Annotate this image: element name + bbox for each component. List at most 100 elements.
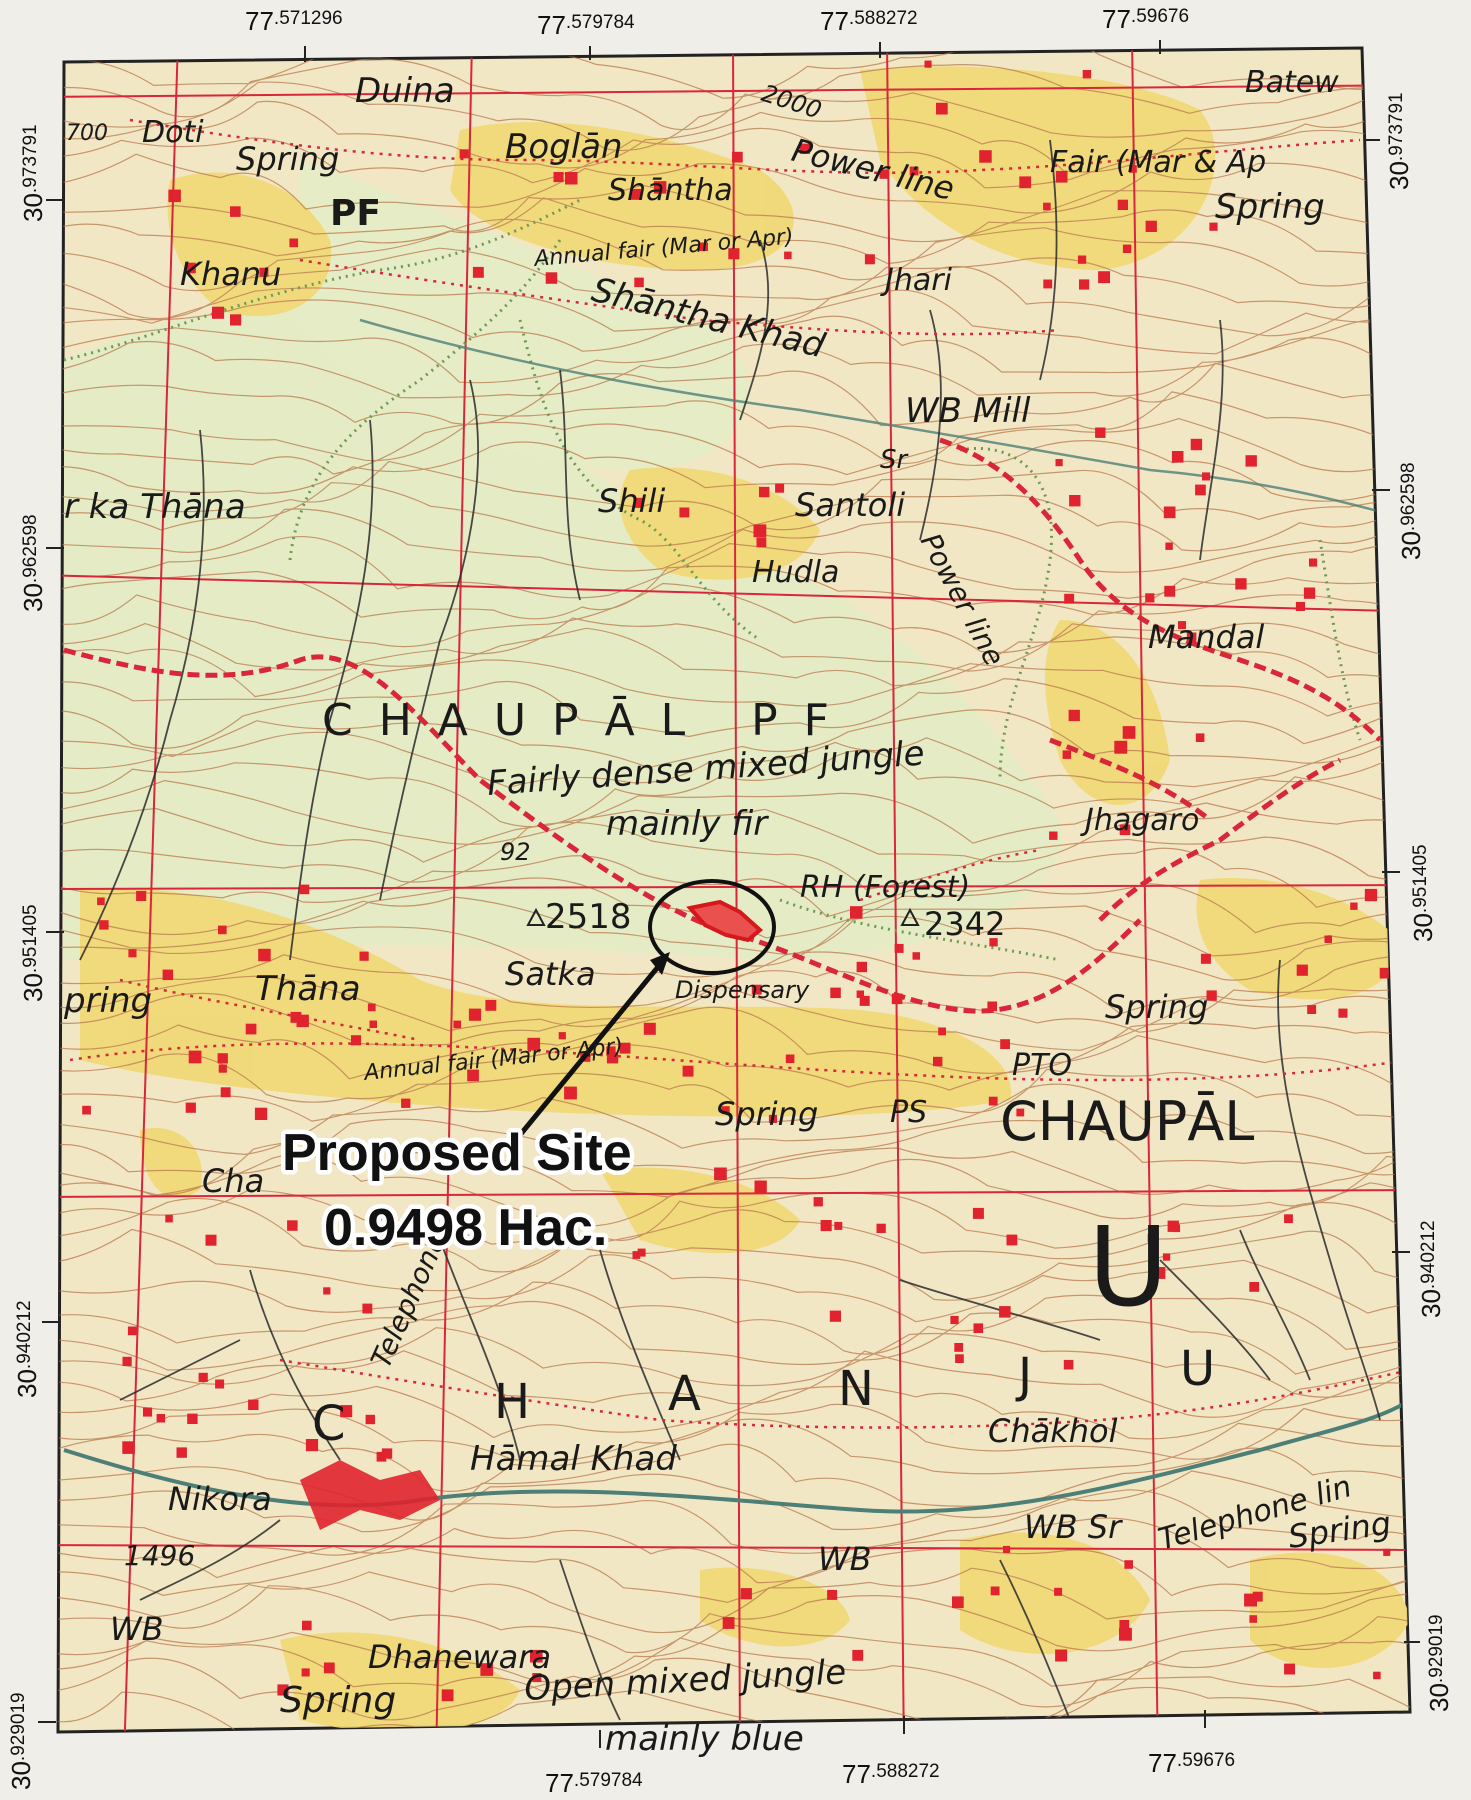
settlement-marker <box>859 995 870 1006</box>
settlement-marker <box>950 1315 959 1325</box>
contour-line <box>58 1228 1410 1301</box>
settlement-marker <box>340 1405 353 1418</box>
right-coordinate: 30.951405 <box>1408 844 1438 942</box>
label-spring: pring <box>63 981 152 1021</box>
contour-line <box>58 1567 1410 1634</box>
left-coordinate: 30.973791 <box>18 124 48 222</box>
settlement-marker <box>852 1649 864 1661</box>
contour-line <box>58 96 1410 173</box>
settlement-marker <box>1043 202 1051 211</box>
contour-line <box>58 1327 1410 1398</box>
top-coordinate: 77.571296 <box>245 6 343 36</box>
contour-lines <box>58 48 1410 1732</box>
coord-degrees: 30 <box>1416 1289 1446 1318</box>
settlement-marker <box>176 1447 187 1458</box>
contour-line <box>58 951 1410 1015</box>
label-letter-u: U <box>1088 1203 1169 1331</box>
coord-degrees: 30 <box>1396 531 1426 560</box>
settlement-marker <box>1324 935 1332 943</box>
settlement-marker <box>453 1020 462 1029</box>
settlement-marker <box>632 1251 641 1259</box>
label-hamal-khad: Hāmal Khad <box>470 1439 677 1479</box>
settlement-marker <box>1049 831 1058 840</box>
settlement-marker <box>1249 1282 1260 1292</box>
right-coordinate: 30.940212 <box>1416 1220 1446 1318</box>
label-letter-c: C <box>312 1396 346 1452</box>
contour-line <box>58 1197 1410 1273</box>
settlement-marker <box>351 1035 362 1046</box>
settlement-marker <box>1064 593 1075 604</box>
settlement-marker <box>468 1008 482 1021</box>
top-coordinate: 77.588272 <box>820 6 918 36</box>
label-shantha: Shāntha <box>608 173 733 208</box>
settlement-marker <box>362 1303 373 1314</box>
svg-text:77.588272: 77.588272 <box>842 1759 940 1789</box>
label-wb: WB <box>110 1610 164 1648</box>
settlement-marker <box>1296 964 1308 976</box>
settlement-marker <box>369 1020 377 1028</box>
svg-text:77.59676: 77.59676 <box>1102 4 1189 34</box>
contour-line <box>58 709 1410 769</box>
settlement-marker <box>1129 165 1137 173</box>
label-khanu: Khanu <box>180 255 281 293</box>
settlement-marker <box>732 151 743 163</box>
label-mandal: Mandal <box>1148 618 1264 656</box>
settlement-marker <box>972 1207 984 1219</box>
settlement-marker <box>1119 824 1131 836</box>
contour-line <box>58 1034 1410 1105</box>
contour-line <box>58 727 1410 789</box>
settlement-marker <box>1079 279 1090 290</box>
svg-text:30.940212: 30.940212 <box>1416 1220 1446 1318</box>
settlement-marker <box>290 1011 302 1023</box>
label-batew: Batew <box>1245 65 1339 100</box>
label-height-1496: 1496 <box>124 1539 195 1572</box>
settlement-marker <box>856 990 864 998</box>
contour-line <box>58 1418 1410 1492</box>
streams <box>79 139 1381 1721</box>
settlement-marker <box>1119 1627 1132 1641</box>
forest-area <box>300 160 749 470</box>
settlement-marker <box>1165 542 1173 550</box>
coord-decimal: .940212 <box>14 1300 35 1369</box>
settlement-marker <box>699 242 708 251</box>
settlement-marker <box>1162 1253 1171 1261</box>
spot-heights <box>526 907 920 926</box>
contour-line <box>58 54 1410 131</box>
settlement-marker <box>1295 601 1305 611</box>
left-coordinate: 30.929019 <box>6 1692 36 1790</box>
contour-line <box>58 536 1410 599</box>
settlement-marker <box>722 1617 735 1629</box>
settlement-marker <box>305 1439 319 1452</box>
settlement-marker <box>721 1106 730 1115</box>
settlement-marker <box>933 1056 943 1067</box>
contour-line <box>58 197 1410 265</box>
settlement-marker <box>1252 1591 1263 1602</box>
contour-line <box>58 315 1410 384</box>
settlement-marker <box>1055 1649 1068 1662</box>
label-height-2342: 2342 <box>924 905 1005 943</box>
settlement-marker <box>751 984 762 995</box>
coord-degrees: 77 <box>537 10 566 40</box>
nikora-settlement <box>300 1460 440 1530</box>
label-wb-mill: WB Mill <box>905 391 1031 431</box>
settlement-marker <box>856 961 867 973</box>
settlement-marker <box>753 524 767 538</box>
settlement-marker <box>401 1098 411 1108</box>
right-coordinate: 30.973791 <box>1384 92 1414 190</box>
label-boglan: Boglān <box>505 127 623 167</box>
settlement-marker <box>565 172 578 185</box>
label-thana: Thāna <box>255 969 361 1009</box>
coord-decimal: .59676 <box>1131 6 1189 27</box>
settlement-marker <box>365 1414 375 1425</box>
contour-line <box>58 1254 1410 1323</box>
settlement-marker <box>198 1372 208 1382</box>
coord-degrees: 77 <box>842 1759 871 1789</box>
settlement-marker <box>1019 176 1032 189</box>
settlement-marker <box>248 1399 259 1410</box>
contour-line <box>58 1540 1410 1603</box>
contour-line <box>58 440 1410 502</box>
coord-decimal: .973791 <box>1386 92 1407 161</box>
coord-decimal: .571296 <box>274 8 343 29</box>
frame-ticks <box>38 40 1420 1748</box>
contour-line <box>58 289 1410 355</box>
